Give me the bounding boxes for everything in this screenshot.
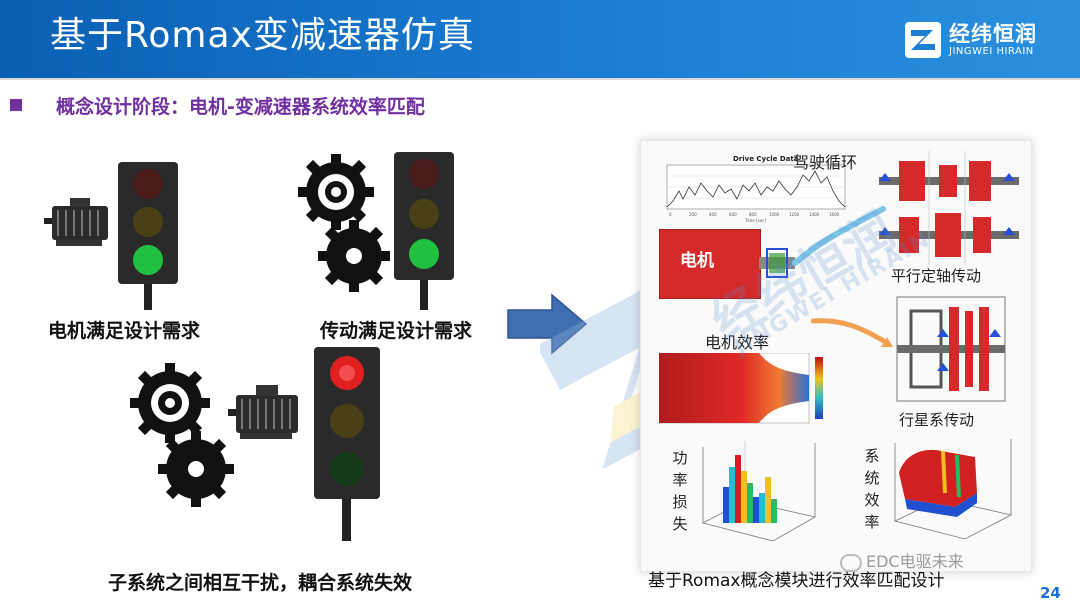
parallel-shaft-label: 平行定轴传动 bbox=[891, 267, 982, 285]
logo-text-cn: 经纬恒润 bbox=[949, 22, 1037, 46]
wechat-watermark: EDC电驱未来 bbox=[840, 548, 964, 572]
coupled-system-illustration bbox=[130, 347, 380, 541]
svg-text:0: 0 bbox=[669, 212, 672, 217]
system-efficiency-label: 系统效率 bbox=[864, 447, 880, 531]
drive-cycle-plot: 0 200 400 600 800 1000 1200 1400 1600 Time [sec… bbox=[666, 164, 846, 223]
gear-traffic-light-illustration bbox=[298, 152, 454, 310]
gear-icon-2 bbox=[318, 220, 390, 292]
right-arrow-icon bbox=[507, 293, 588, 355]
svg-text:400: 400 bbox=[709, 212, 717, 217]
romax-result-panel: Drive Cycle Data 0 200 400 600 800 1000 1200 1… bbox=[640, 140, 1032, 572]
logo-text-en: JINGWEI HIRAIN bbox=[949, 46, 1034, 57]
motor-box: 电机 bbox=[659, 229, 761, 299]
caption-motor-ok: 电机满足设计需求 bbox=[48, 320, 201, 342]
svg-text:Time [sec]: Time [sec] bbox=[744, 218, 766, 223]
traffic-light-red-icon bbox=[314, 347, 380, 541]
planetary-label: 行星系传动 bbox=[899, 411, 975, 429]
section-subtitle: 概念设计阶段：电机-变减速器系统效率匹配 bbox=[56, 96, 425, 118]
traffic-light-green-icon-2 bbox=[394, 152, 454, 310]
wechat-icon bbox=[840, 553, 862, 572]
drive-cycle-label: 驾驶循环 bbox=[793, 153, 858, 172]
caption-transmission-ok: 传动满足设计需求 bbox=[320, 320, 473, 342]
drive-cycle-title: Drive Cycle Data bbox=[733, 155, 799, 163]
page-number: 24 bbox=[1040, 584, 1061, 602]
svg-text:1600: 1600 bbox=[829, 212, 840, 217]
power-loss-label: 功率损失 bbox=[672, 449, 688, 533]
gear-icon bbox=[298, 154, 374, 230]
planetary-gearbox-icon bbox=[896, 296, 1006, 402]
svg-text:1000: 1000 bbox=[769, 212, 780, 217]
company-logo-icon bbox=[905, 22, 941, 58]
motor-icon-2 bbox=[228, 385, 298, 439]
system-efficiency-3d-plot bbox=[893, 439, 1013, 540]
motor-traffic-light-illustration bbox=[44, 162, 178, 310]
flow-arrow-blue bbox=[792, 206, 886, 266]
parallel-shaft-gearbox-icon bbox=[879, 151, 1019, 265]
svg-text:600: 600 bbox=[729, 212, 737, 217]
wechat-text: EDC电驱未来 bbox=[866, 552, 964, 571]
svg-text:800: 800 bbox=[749, 212, 757, 217]
gear-icon-4 bbox=[158, 431, 234, 507]
svg-text:1400: 1400 bbox=[809, 212, 820, 217]
traffic-light-green-icon bbox=[118, 162, 178, 310]
svg-text:1200: 1200 bbox=[789, 212, 800, 217]
bullet-square-icon bbox=[10, 99, 22, 111]
motor-efficiency-label: 电机效率 bbox=[705, 333, 770, 352]
slide-title: 基于Romax变减速器仿真 bbox=[50, 15, 475, 56]
motor-box-label: 电机 bbox=[680, 251, 714, 271]
bottom-caption: 基于Romax概念模块进行效率匹配设计 bbox=[648, 571, 945, 591]
power-loss-3d-plot bbox=[701, 441, 817, 542]
header-divider bbox=[0, 78, 1080, 80]
slide-header: 基于Romax变减速器仿真 经纬恒润 JINGWEI HIRAIN bbox=[0, 0, 1080, 78]
motor-icon bbox=[44, 198, 108, 246]
motor-efficiency-map bbox=[659, 353, 823, 424]
flow-arrow-orange bbox=[811, 318, 893, 347]
svg-text:200: 200 bbox=[689, 212, 697, 217]
motor-shaft-icon bbox=[759, 248, 795, 278]
caption-coupling-fail: 子系统之间相互干扰，耦合系统失效 bbox=[108, 572, 413, 594]
